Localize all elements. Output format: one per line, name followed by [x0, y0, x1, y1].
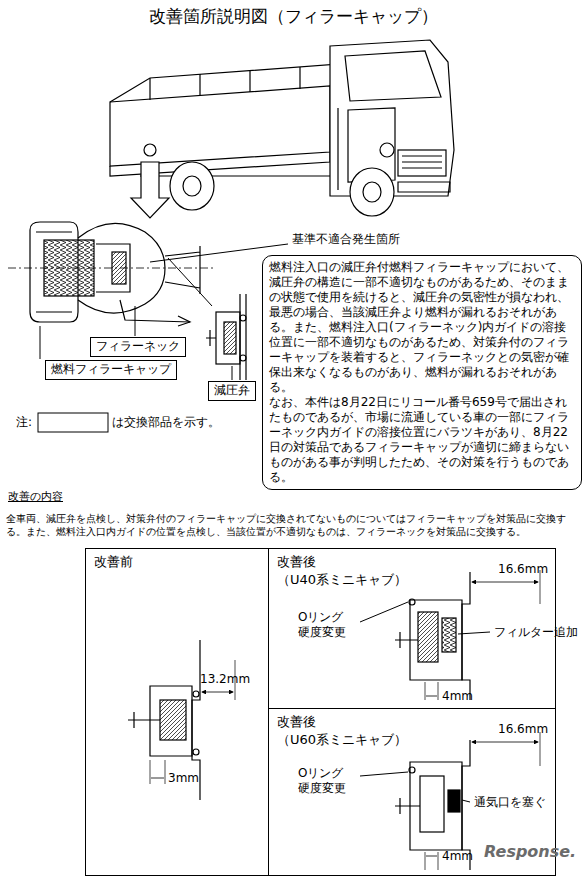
diagram-title: 改善箇所説明図（フィラーキャップ）: [149, 6, 438, 27]
part-name: 燃料フィラーキャップ: [51, 362, 171, 378]
paragraph: 全車両、減圧弁を点検し、対策弁付のフィラーキャップに交換されてないものについては…: [6, 512, 580, 538]
valve-detail: [206, 294, 246, 380]
callout-label: 基準不適合発生箇所: [292, 232, 400, 247]
cell-heading: 改善後 （U40系ミニキャブ）: [269, 549, 425, 592]
annotation: Oリング 硬度変更: [298, 766, 360, 796]
table-cell: 改善前: [85, 548, 269, 876]
part-name: 減圧弁: [214, 383, 250, 399]
notice-text: 燃料注入口の減圧弁付燃料フィラーキャップにおいて、減圧弁の構造に一部不適切なもの…: [269, 260, 575, 395]
notice-box: 燃料注入口の減圧弁付燃料フィラーキャップにおいて、減圧弁の構造に一部不適切なもの…: [262, 255, 582, 490]
dimension: 13.2mm: [200, 672, 250, 687]
annotation: フィルター追加: [494, 625, 578, 640]
cell-heading: 改善後 （U60系ミニキャブ）: [269, 709, 425, 752]
annotation: 通気口を塞ぐ: [474, 795, 546, 810]
dimension: 16.6mm: [498, 722, 548, 737]
annotation: Oリング 硬度変更: [298, 610, 360, 640]
truck-drawing: [110, 40, 454, 218]
part-label-box: フィラーネック: [90, 337, 186, 357]
legend-box: [38, 413, 108, 432]
watermark: Response.: [484, 842, 576, 862]
dimension: 16.6mm: [498, 562, 548, 577]
part-name: フィラーネック: [96, 339, 180, 355]
note-text: は交換部品を示す。: [112, 415, 220, 430]
cell-heading: 改善前: [86, 549, 242, 575]
section-heading: 改善の内容: [8, 490, 63, 504]
notice-text: なお、本件は8月22日にリコール番号659号で届出されたものであるが、市場に流通…: [269, 395, 575, 485]
filler-cutaway: [8, 222, 215, 326]
part-label-box: 減圧弁: [208, 381, 256, 401]
dimension: 4mm: [442, 689, 473, 704]
before-section: [128, 640, 235, 800]
note-label: 注:: [16, 415, 32, 430]
dimension: 3mm: [168, 771, 199, 786]
part-label-box: 燃料フィラーキャップ: [45, 360, 177, 380]
dimension: 4mm: [442, 849, 473, 864]
